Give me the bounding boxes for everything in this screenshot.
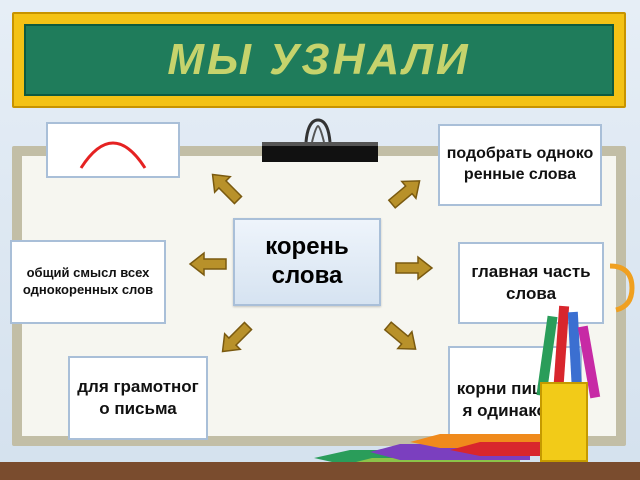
binder-clip-icon [262,118,378,162]
node-common-meaning: общий смысл всех однокоренных слов [10,240,166,324]
title-board: МЫ УЗНАЛИ [12,12,626,108]
arrow-icon [214,317,257,360]
node-pick-cognates: подобрать однокоренные слова [438,124,602,206]
title-chalkboard: МЫ УЗНАЛИ [24,24,614,96]
node-literate-writing-text: для грамотного письма [77,376,199,418]
root-arc-icon [79,141,147,169]
floor-strip [0,462,640,480]
arrow-icon [189,252,227,276]
node-main-part: главная часть слова [458,242,604,324]
center-node: корень слова [233,218,381,306]
node-pick-cognates-text: подобрать однокоренные слова [446,145,594,183]
page-title: МЫ УЗНАЛИ [167,35,471,84]
arrow-icon [384,171,428,214]
pencils-icon [314,263,635,474]
root-symbol-box [46,122,180,178]
node-common-meaning-text: общий смысл всех однокоренных слов [22,265,154,297]
arrow-icon [204,166,247,209]
center-node-text: корень слова [265,233,349,289]
pencil-cup [540,382,588,462]
node-main-part-text: главная часть слова [471,261,591,303]
node-literate-writing: для грамотного письма [68,356,208,440]
